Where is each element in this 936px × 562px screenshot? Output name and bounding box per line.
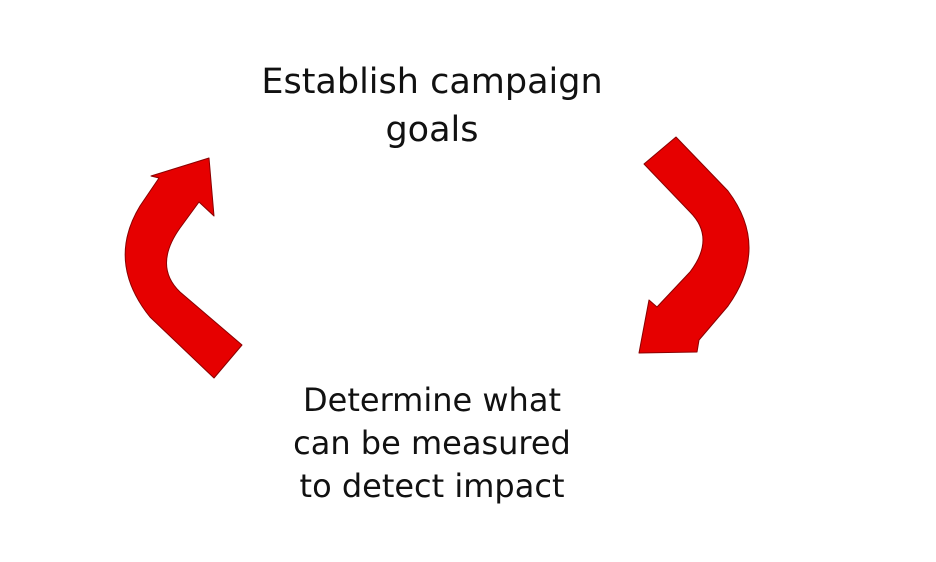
step-determine-measures: Determine what can be measured to detect… [242,379,622,508]
left-curved-arrow-icon [124,157,243,379]
step-establish-goals: Establish campaign goals [232,58,632,154]
right-curved-arrow-icon [638,136,750,354]
step-2-line-3: to detect impact [299,467,565,505]
step-2-line-1: Determine what [303,381,561,419]
step-2-line-2: can be measured [293,424,571,462]
step-1-line-1: Establish campaign [261,62,603,102]
step-1-line-2: goals [385,110,479,150]
